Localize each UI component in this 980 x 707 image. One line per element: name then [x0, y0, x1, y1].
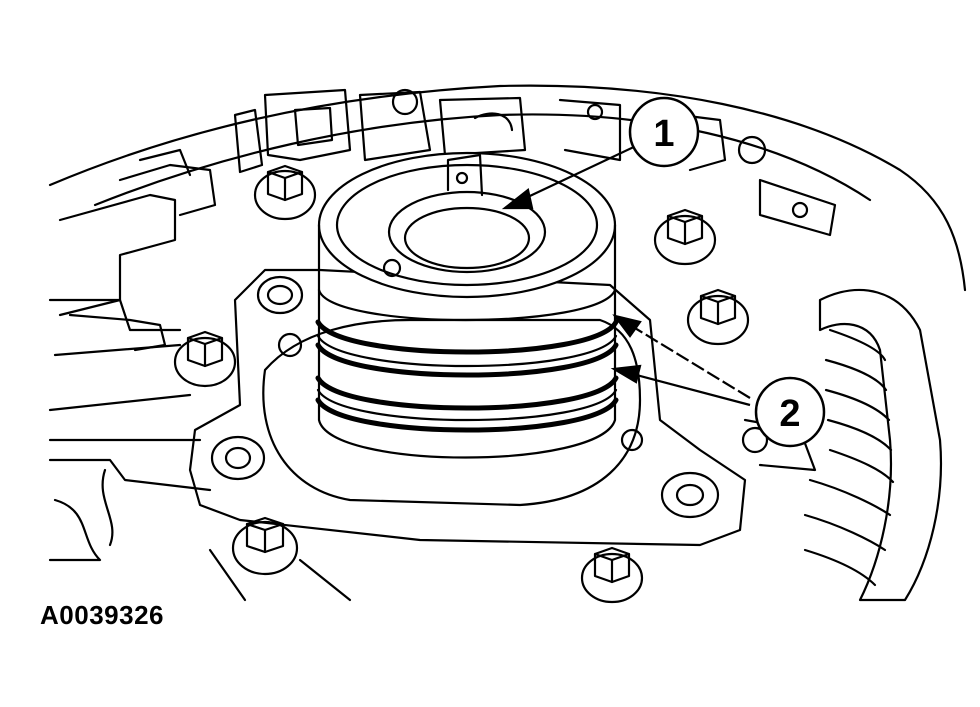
torx-bolt-bottom-left: [210, 435, 266, 481]
corrugated-hose: [818, 288, 943, 602]
housing-outer-edge: [48, 84, 967, 292]
arrow-head-2a: [612, 314, 642, 338]
mounting-plate: [188, 268, 747, 547]
hex-bolt-3: [686, 288, 750, 346]
left-valve-body: [58, 193, 177, 317]
hex-bolt-1: [253, 164, 317, 221]
callout-1: 1: [628, 96, 700, 168]
piston-seals: [315, 319, 619, 433]
callout-2-label: 2: [779, 393, 800, 435]
hex-bolt-2: [653, 208, 717, 266]
callout-1-label: 1: [653, 113, 674, 155]
servo-piston: [317, 151, 617, 459]
figure-id-label: A0039326: [40, 600, 164, 630]
torx-bolt-bottom-right: [660, 471, 720, 519]
hex-bolt-6: [580, 546, 644, 604]
hex-bolt-4: [173, 330, 237, 388]
torx-bolt-top-left: [256, 275, 304, 315]
callout-2: 2: [754, 376, 826, 448]
hex-bolt-5: [231, 516, 299, 576]
arrow-head-1: [501, 188, 534, 210]
arrow-head-2b: [610, 364, 642, 384]
